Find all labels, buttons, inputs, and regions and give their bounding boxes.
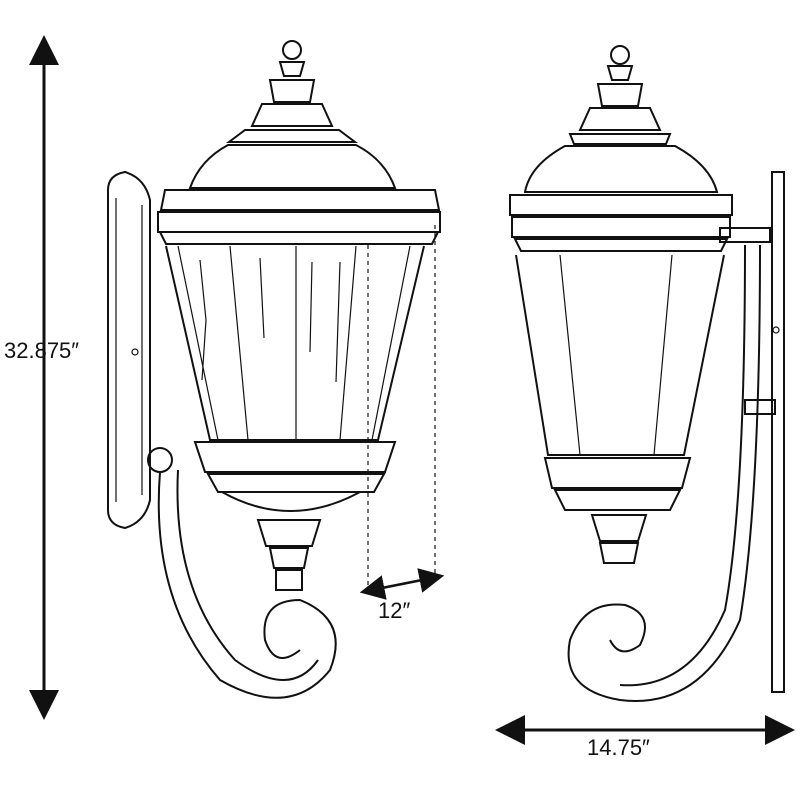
- lantern-side-view: [495, 45, 795, 745]
- lantern-front-view: [107, 40, 445, 699]
- width-label: 14.75″: [587, 735, 650, 760]
- height-label: 32.875″: [4, 338, 80, 363]
- depth-arrow: [359, 568, 445, 600]
- depth-label: 12″: [378, 598, 411, 623]
